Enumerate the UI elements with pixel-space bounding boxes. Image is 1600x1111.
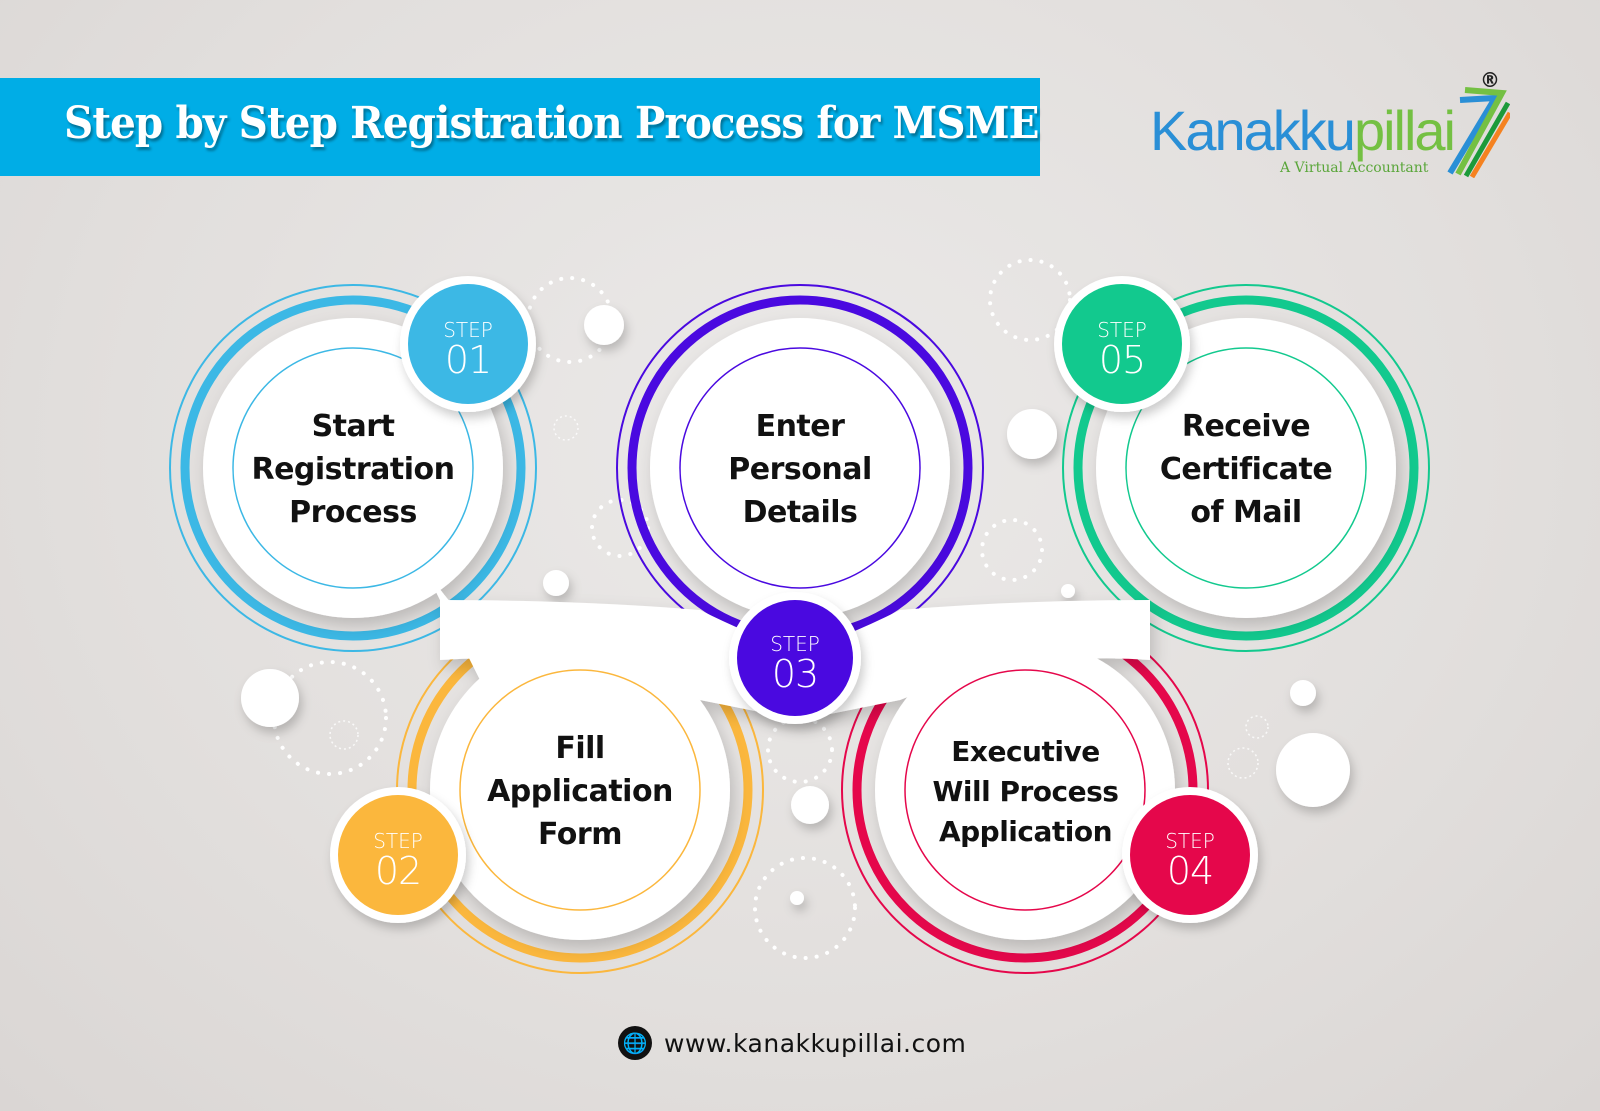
decorative-balls [241, 305, 1350, 905]
step-02-inner-circle [459, 669, 701, 911]
step-03-badge: STEP 03 [770, 632, 820, 696]
footer-website: 🌐 www.kanakkupillai.com [618, 1025, 966, 1061]
title-banner: Step by Step Registration Process for MS… [0, 78, 1040, 176]
step-badges [330, 276, 1258, 923]
step-03-text: Enter Personal Details [728, 409, 872, 530]
step-05-inner-circle [1125, 347, 1367, 589]
step-02-badge: STEP 02 [373, 829, 423, 893]
step-01-rings [169, 284, 537, 652]
step-01-text: Start Registration Process [251, 409, 455, 530]
globe-icon: 🌐 [618, 1026, 652, 1060]
brand-logo: Kanakkupillai A Virtual Accountant ® [1150, 68, 1530, 188]
step-04-text: Executive Will Process Application [932, 735, 1119, 848]
step-01-badge: STEP 01 [443, 318, 493, 382]
logo-book-mark-icon [1447, 87, 1510, 178]
step-04-badge: STEP 04 [1165, 829, 1215, 893]
logo-tagline: A Virtual Accountant [1280, 160, 1429, 176]
step-03-inner-circle [679, 347, 921, 589]
registered-mark: ® [1480, 68, 1500, 92]
step-04-inner-circle [904, 669, 1146, 911]
step-01-inner-circle [232, 347, 474, 589]
website-link[interactable]: www.kanakkupillai.com [664, 1028, 967, 1058]
step-02-text: Fill Application Form [487, 731, 673, 852]
step-05-badge: STEP 05 [1097, 318, 1147, 382]
page-title: Step by Step Registration Process for MS… [64, 98, 1039, 149]
logo-wordmark: Kanakkupillai [1150, 99, 1456, 162]
step-05-rings [1062, 284, 1430, 652]
step-05-text: Receive Certificate of Mail [1159, 409, 1333, 530]
